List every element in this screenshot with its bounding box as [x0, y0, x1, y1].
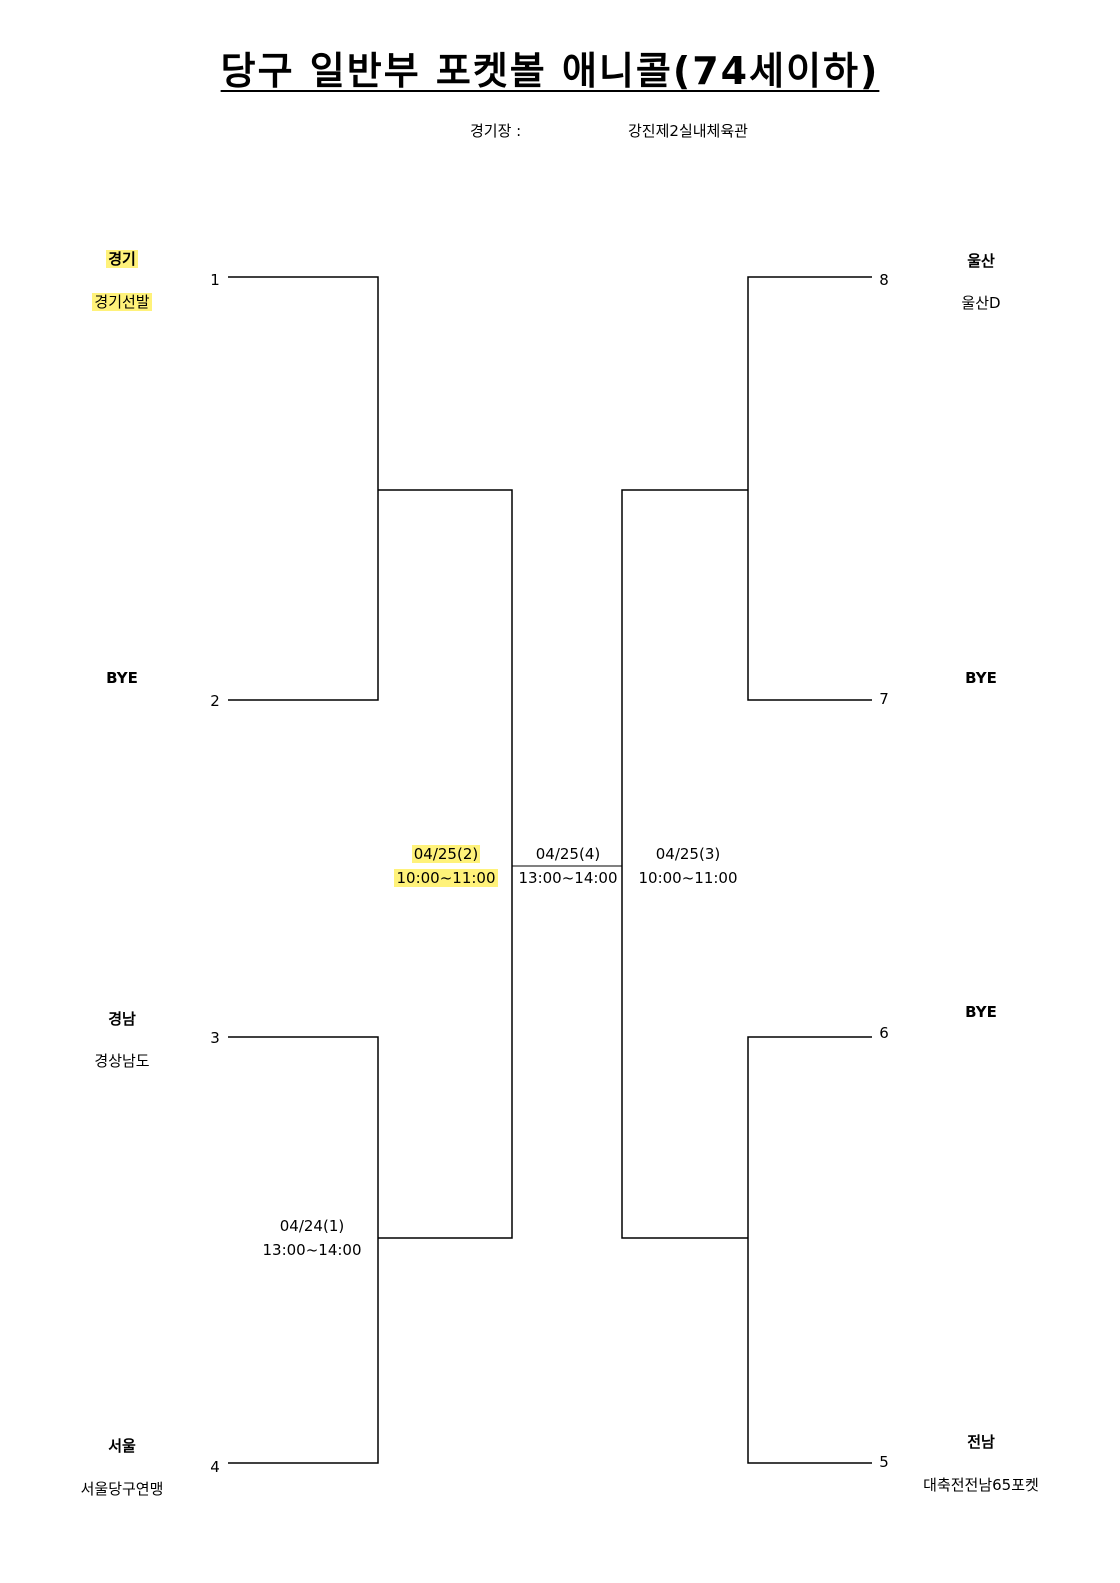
bracket-line-seed-6: [747, 1036, 872, 1464]
match-schedule-2: 04/25(2) 10:00~11:00: [386, 842, 506, 890]
entry-team: 경상남도: [94, 1052, 150, 1070]
match-date: 04/25(2): [411, 845, 481, 863]
venue-value: 강진제2실내체육관: [628, 122, 748, 140]
match-schedule-3: 04/25(3) 10:00~11:00: [628, 842, 748, 890]
bracket-line-seed-1: [228, 276, 379, 701]
entry-region: 경기: [106, 250, 138, 268]
entry-region: BYE: [965, 1003, 997, 1021]
entry-region: BYE: [106, 669, 138, 687]
seed-number: 6: [879, 1024, 889, 1042]
bracket-line-right-semi: [621, 489, 748, 1239]
match-time: 13:00~14:00: [518, 869, 618, 887]
entry-region: BYE: [965, 669, 997, 687]
match-schedule-1: 04/24(1) 13:00~14:00: [252, 1214, 372, 1262]
entry-team: 서울당구연맹: [80, 1480, 164, 1498]
seed-number: 2: [210, 692, 220, 710]
venue-label: 경기장 :: [470, 122, 522, 140]
bracket-line-seed-3: [228, 1036, 379, 1464]
seed-number: 4: [210, 1458, 220, 1476]
match-time: 10:00~11:00: [638, 869, 738, 887]
entry-region: 경남: [108, 1010, 136, 1028]
entry-region: 전남: [967, 1433, 995, 1451]
match-schedule-4: 04/25(4) 13:00~14:00: [508, 842, 628, 890]
match-date: 04/25(3): [655, 845, 721, 863]
match-time: 13:00~14:00: [262, 1241, 362, 1259]
entry-region: 서울: [108, 1437, 136, 1455]
entry-team: 울산D: [961, 294, 1001, 312]
match-date: 04/24(1): [279, 1217, 345, 1235]
seed-number: 1: [210, 271, 220, 289]
match-time: 10:00~11:00: [394, 869, 498, 887]
seed-number: 3: [210, 1029, 220, 1047]
seed-number: 8: [879, 271, 889, 289]
entry-team: 대축전전남65포켓: [923, 1476, 1039, 1494]
page-title: 당구 일반부 포켓볼 애니콜(74세이하): [220, 49, 880, 93]
entry-team: 경기선발: [92, 293, 152, 311]
entry-region: 울산: [967, 252, 995, 270]
bracket-line-seed-8: [747, 276, 872, 701]
match-date: 04/25(4): [535, 845, 601, 863]
seed-number: 7: [879, 690, 889, 708]
seed-number: 5: [879, 1453, 889, 1471]
bracket-line-left-semi: [378, 489, 513, 1239]
